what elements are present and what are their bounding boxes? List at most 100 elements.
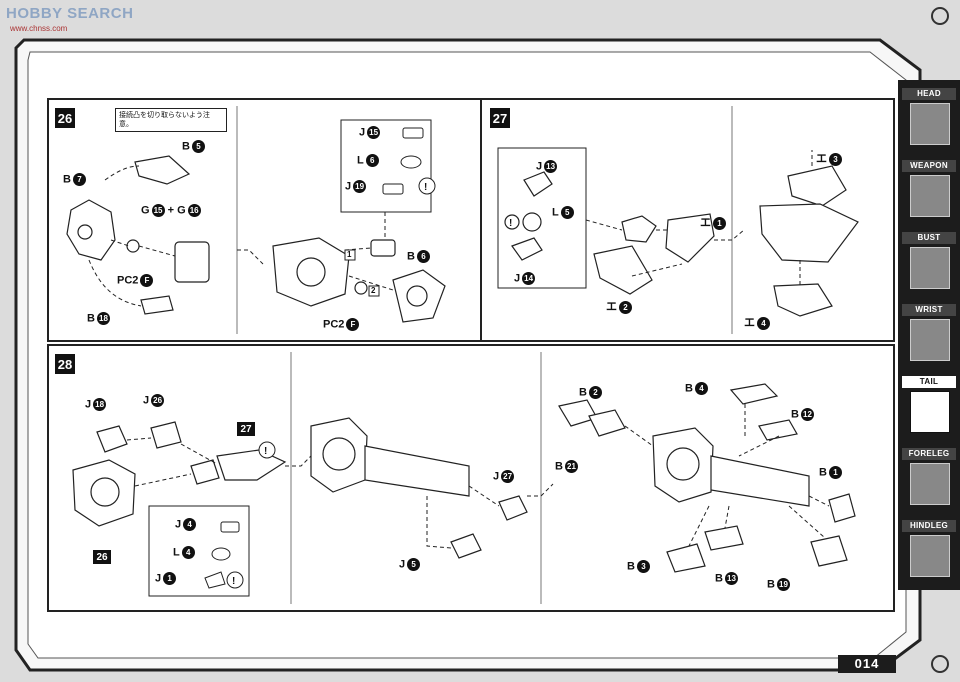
callout-box	[497, 147, 587, 289]
part-letter: B	[685, 382, 693, 395]
part-letter: L	[357, 154, 364, 167]
weapon-thumb-icon	[910, 175, 950, 217]
head-thumb-icon	[910, 103, 950, 145]
hindleg-thumb-icon	[910, 535, 950, 577]
tab-tail[interactable]: TAIL	[902, 376, 956, 436]
part-letter: B	[407, 250, 415, 263]
tab-head[interactable]: HEAD	[902, 88, 956, 148]
foreleg-thumb-icon	[910, 463, 950, 505]
part-number: 1	[163, 572, 177, 585]
part-number: 19	[776, 578, 790, 591]
tab-foreleg[interactable]: FORELEG	[902, 448, 956, 508]
part-number: 3	[636, 560, 650, 573]
part-number: 1	[713, 216, 726, 230]
part-number: 19	[353, 180, 367, 193]
svg-text:!: !	[232, 576, 235, 587]
part-letter: B	[715, 572, 723, 585]
part-number: 2	[619, 300, 632, 314]
watermark-site: www.chnss.com	[10, 24, 68, 33]
tab-hindleg[interactable]: HINDLEG	[902, 520, 956, 580]
part-number: 5	[560, 206, 574, 219]
step-26-panel: 26 接続凸を切り取らないよう注意。	[47, 98, 482, 342]
part-number: 27	[501, 470, 515, 483]
part-number: 18	[96, 312, 110, 325]
part-letter: J	[143, 394, 150, 407]
part-letter: B	[63, 173, 71, 186]
part-letter: G	[177, 204, 186, 217]
tab-label: WEAPON	[902, 160, 956, 172]
tab-label: HINDLEG	[902, 520, 956, 532]
part-number: F	[346, 318, 360, 331]
part-letter: L	[173, 546, 180, 559]
part-letter: PC2	[117, 274, 139, 287]
step-28-panel: 28 ! !	[47, 344, 895, 612]
part-number: 3	[829, 152, 842, 166]
part-letter: J	[155, 572, 162, 585]
svg-text:!: !	[264, 446, 267, 457]
part-letter: J	[493, 470, 500, 483]
tab-bust[interactable]: BUST	[902, 232, 956, 292]
part-number: 15	[367, 126, 381, 139]
part-letter: エ	[700, 217, 711, 229]
step-26-diagram: !	[66, 106, 446, 334]
part-number: 21	[564, 460, 578, 473]
part-letter: B	[182, 140, 190, 153]
part-number: 4	[694, 382, 708, 395]
tail-thumb-icon	[910, 391, 950, 433]
part-letter: L	[552, 206, 559, 219]
step-number: 26	[55, 108, 75, 128]
part-number: 2	[588, 386, 602, 399]
sub-step-2: 2	[371, 286, 376, 295]
part-letter: B	[627, 560, 635, 573]
part-number: 13	[544, 160, 558, 173]
part-letter: J	[175, 518, 182, 531]
part-letter: B	[819, 466, 827, 479]
tab-label: HEAD	[902, 88, 956, 100]
watermark-brand: HOBBY SEARCH	[6, 5, 134, 22]
part-number: 6	[416, 250, 430, 263]
part-number: 4	[757, 316, 770, 330]
svg-text:!: !	[424, 182, 427, 193]
tab-wrist[interactable]: WRIST	[902, 304, 956, 364]
part-letter: J	[85, 398, 92, 411]
tab-weapon[interactable]: WEAPON	[902, 160, 956, 220]
plus-sign: +	[167, 204, 175, 217]
part-letter: エ	[816, 153, 827, 165]
part-letter: J	[514, 272, 521, 285]
ref-step-26: 26	[93, 550, 111, 564]
sub-step-1: 1	[347, 250, 352, 259]
part-letter: G	[141, 204, 150, 217]
part-letter: B	[555, 460, 563, 473]
part-letter: B	[87, 312, 95, 325]
part-number: 12	[800, 408, 814, 421]
step-number: 27	[490, 108, 510, 128]
part-number: 14	[522, 272, 536, 285]
section-sidebar: HEAD WEAPON BUST WRIST TAIL FORELEG HIND…	[898, 80, 960, 590]
bust-thumb-icon	[910, 247, 950, 289]
